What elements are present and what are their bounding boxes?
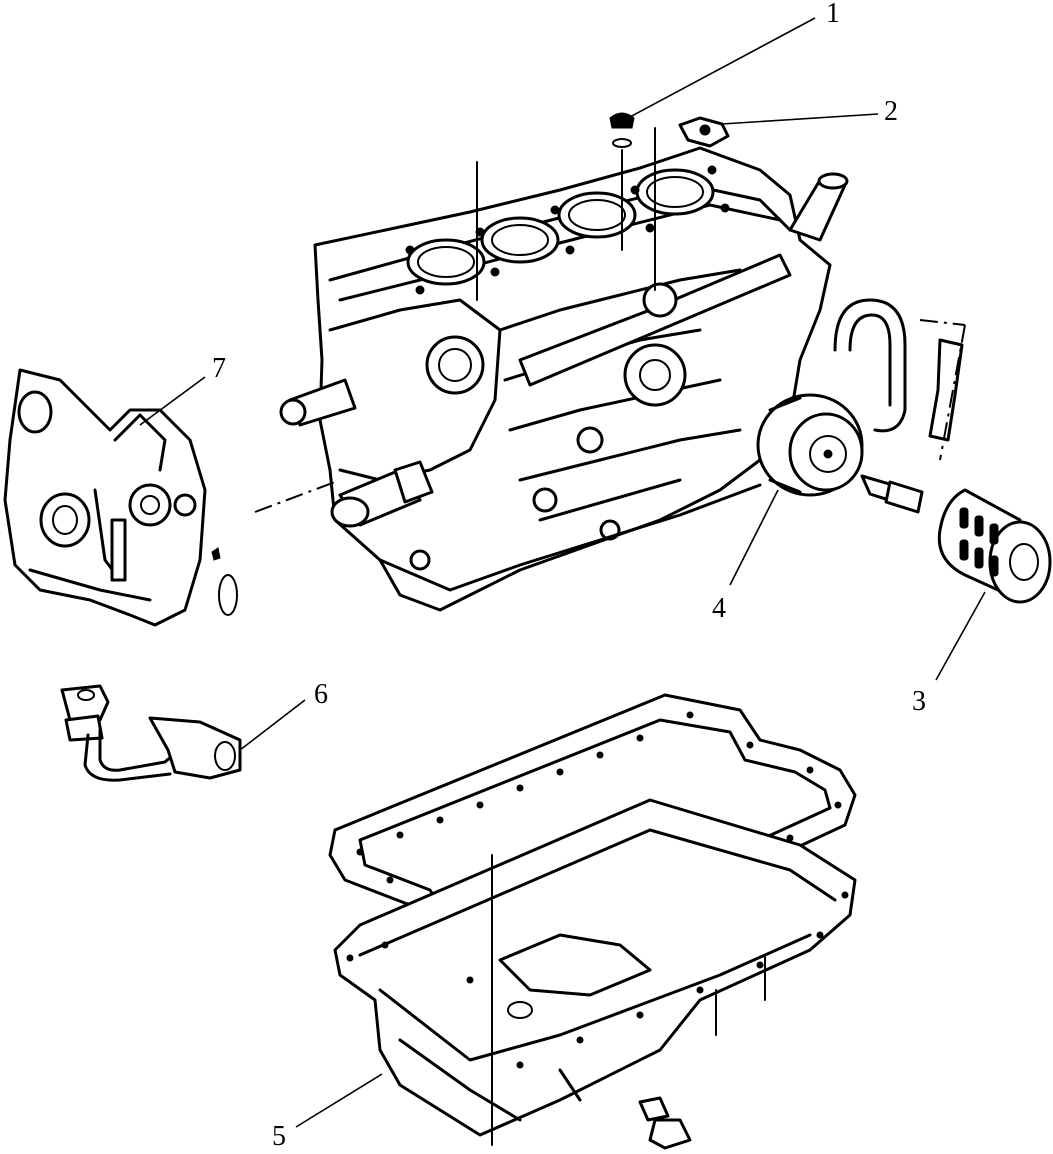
crankshaft-snout (330, 460, 434, 528)
callout-4: 4 (712, 593, 726, 624)
callout-5: 5 (272, 1121, 286, 1152)
camshaft-snout (279, 378, 357, 427)
callout-1: 1 (826, 0, 840, 29)
part-5-oil-pan-gasket (328, 693, 857, 1150)
drain-plug (638, 1096, 692, 1150)
callout-7: 7 (212, 353, 226, 384)
callout-leaders (139, 17, 986, 1128)
callout-2: 2 (884, 96, 898, 127)
callout-labels: 1 2 3 4 5 6 7 (212, 0, 926, 1152)
callout-6: 6 (314, 679, 328, 710)
part-6-oil-strainer (60, 684, 242, 782)
part-1-plug (609, 112, 635, 148)
engine-block (279, 127, 849, 612)
part-4-oil-cooler (756, 393, 864, 497)
oil-cooler-hose (833, 298, 966, 461)
part-2-sensor (678, 116, 730, 148)
cooler-union-bolt (860, 474, 924, 514)
part-3-oil-filter (937, 488, 1052, 604)
part-7-oil-pump (3, 368, 336, 627)
callout-3: 3 (912, 686, 926, 717)
